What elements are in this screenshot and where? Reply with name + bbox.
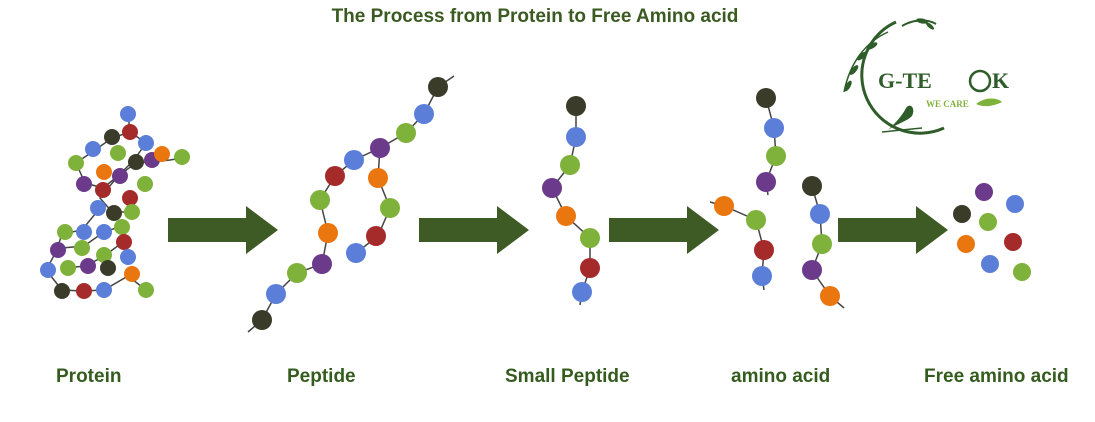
logo-hexagon-letter (968, 69, 992, 93)
stage-label-protein: Protein (56, 366, 122, 387)
free-amino-acids (953, 183, 1031, 281)
peptide-chain (247, 75, 455, 333)
stage-label-free-amino-acid: Free amino acid (924, 366, 1069, 387)
leaf-icon (976, 98, 1002, 107)
arrow-protein-to-peptide (168, 206, 278, 254)
arrow-peptide-to-small-peptide (419, 206, 529, 254)
logo-emblem: G-TE K WE CARE (843, 18, 1009, 135)
stage-label-small-peptide: Small Peptide (505, 366, 630, 387)
arrow-small-peptide-to-amino-acid (609, 206, 719, 254)
protein-beads (40, 106, 190, 299)
stage-label-peptide: Peptide (287, 366, 356, 387)
diagram-title: The Process from Protein to Free Amino a… (331, 6, 739, 27)
small-peptide-chain (542, 96, 600, 306)
g-teck-logo: G-TE K WE CARE (826, 12, 1026, 142)
logo-text-prefix: G-TE (878, 68, 932, 93)
arrow-amino-acid-to-free (838, 206, 948, 254)
stage-label-amino-acid: amino acid (731, 366, 831, 387)
logo-tagline: WE CARE (926, 99, 969, 109)
amino-acid-chains (709, 88, 845, 309)
logo-text-suffix: K (992, 68, 1009, 93)
